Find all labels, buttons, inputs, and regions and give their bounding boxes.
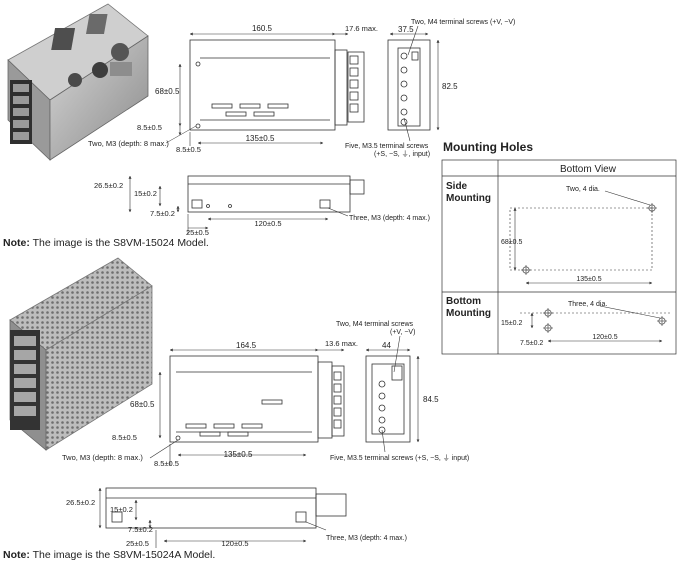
bot-dim-width-max: 13.6 max.	[325, 339, 358, 348]
bottom-mount-off: 7.5±0.2	[520, 340, 543, 347]
top-callout-m35-line2: (+S, −S, ⏚, input)	[374, 150, 430, 158]
top-note-prefix: Note:	[3, 237, 30, 249]
top-dim-width-main: 160.5	[252, 24, 273, 33]
product-photo-s8vm-15024	[7, 3, 149, 161]
bot-dim-side-off: 7.5±0.2	[128, 525, 153, 534]
bottom-side-view	[105, 487, 347, 529]
top-dim-depth: 37.5	[398, 25, 414, 34]
bot-callout-three-m3: Three, M3 (depth: 4 max.)	[326, 535, 407, 542]
top-dim-side-h: 15±0.2	[134, 189, 157, 198]
top-dim-side-pitch: 120±0.5	[254, 219, 281, 228]
bottom-end-view	[365, 355, 411, 443]
bottom-mounting-label-2: Mounting	[446, 308, 491, 319]
bottom-note-prefix: Note:	[3, 549, 30, 561]
top-callout-m35-line1: Five, M3.5 terminal screws	[345, 143, 429, 150]
bot-dim-side-x: 25±0.5	[126, 539, 149, 548]
bot-callout-m4-line2: (+V, −V)	[390, 329, 415, 336]
side-mount-pitch: 135±0.5	[576, 276, 601, 283]
top-callout-three-m3: Three, M3 (depth: 4 max.)	[349, 215, 430, 222]
top-side-view	[187, 175, 365, 213]
top-dim-width-max: 17.6 max.	[345, 24, 378, 33]
top-dim-offset-small: 8.5±0.5	[137, 123, 162, 132]
bot-callout-m3-depth: Two, M3 (depth: 8 max.)	[62, 453, 143, 462]
top-dim-offset-bottom: 8.5±0.5	[176, 145, 201, 154]
mounting-holes-title: Mounting Holes	[443, 140, 533, 154]
bot-dim-offset-small: 8.5±0.5	[112, 433, 137, 442]
side-two-dia: Two, 4 dia.	[566, 186, 600, 193]
bot-dim-side-pitch: 120±0.5	[221, 539, 248, 548]
bottom-mounting-drawing	[520, 305, 670, 343]
top-front-view	[189, 39, 365, 131]
mounting-table-header: Bottom View	[560, 164, 617, 175]
side-mounting-drawing	[509, 190, 657, 285]
top-note-text: The image is the S8VM-15024 Model.	[29, 237, 209, 249]
side-mount-h: 68±0.5	[501, 239, 522, 246]
bottom-note-text: The image is the S8VM-15024A Model.	[29, 549, 216, 561]
side-mounting-label-2: Mounting	[446, 193, 491, 204]
bottom-mount-pitch: 120±0.5	[592, 334, 617, 341]
top-end-view	[387, 39, 431, 131]
bot-dim-width-main: 164.5	[236, 341, 257, 350]
bottom-mount-h: 15±0.2	[501, 320, 522, 327]
bot-dim-thickness: 26.5±0.2	[66, 498, 95, 507]
top-dim-height-right: 82.5	[442, 82, 458, 91]
bot-callout-m35: Five, M3.5 terminal screws (+S, −S, ⏚ in…	[330, 454, 469, 462]
bottom-three-dia: Three, 4 dia.	[568, 301, 607, 308]
bot-dim-height-mount: 68±0.5	[130, 400, 155, 409]
top-dim-height-mount: 68±0.5	[155, 87, 180, 96]
bot-dim-pitch: 135±0.5	[224, 450, 253, 459]
top-dim-pitch: 135±0.5	[246, 134, 275, 143]
top-callout-m3-depth: Two, M3 (depth: 8 max.)	[88, 139, 169, 148]
bot-dim-height-right: 84.5	[423, 395, 439, 404]
bottom-mounting-label-1: Bottom	[446, 296, 481, 307]
product-photo-s8vm-15024a	[9, 257, 153, 451]
top-dim-side-off: 7.5±0.2	[150, 209, 175, 218]
side-mounting-label-1: Side	[446, 181, 468, 192]
bot-callout-m4-line1: Two, M4 terminal screws	[336, 321, 414, 328]
top-dim-side-x: 25±0.5	[186, 228, 209, 237]
top-dim-thickness: 26.5±0.2	[94, 181, 123, 190]
bot-dim-offset-bottom: 8.5±0.5	[154, 459, 179, 468]
bot-dim-depth: 44	[382, 341, 391, 350]
mounting-holes-table	[441, 159, 677, 355]
bot-dim-side-h: 15±0.2	[110, 505, 133, 514]
bottom-front-view	[169, 355, 345, 443]
top-note: Note: The image is the S8VM-15024 Model.	[3, 237, 209, 249]
bottom-note: Note: The image is the S8VM-15024A Model…	[3, 549, 215, 561]
top-callout-m4: Two, M4 terminal screws (+V, −V)	[411, 19, 515, 26]
